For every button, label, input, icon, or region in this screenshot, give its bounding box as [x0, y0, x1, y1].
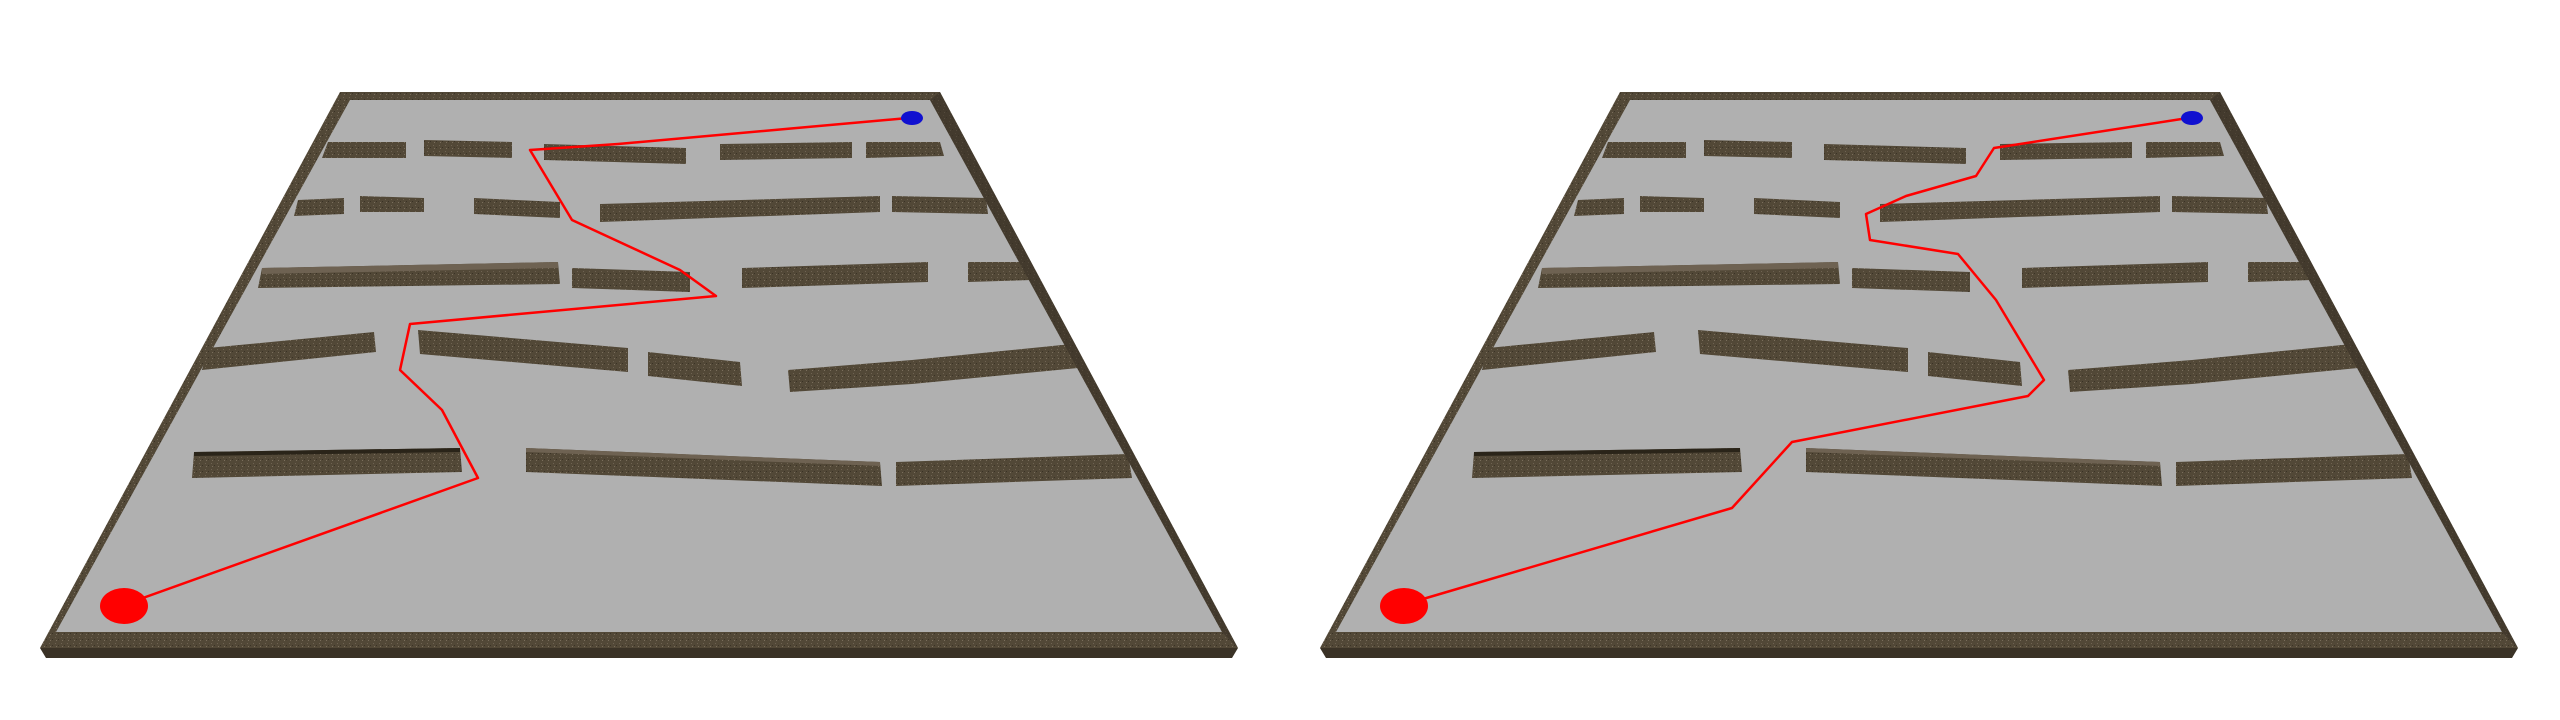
start-marker [1380, 588, 1428, 624]
goal-marker [901, 111, 923, 125]
maze-right [1320, 92, 2518, 658]
wall-row-3 [258, 262, 1032, 292]
maze-frame-front [40, 648, 1238, 658]
start-marker [100, 588, 148, 624]
wall-row-1 [322, 140, 944, 164]
maze-frame-front [1320, 648, 2518, 658]
wall-row-5 [1472, 448, 2412, 486]
wall-row-2 [1574, 196, 2268, 222]
wall-row-3 [1538, 262, 2312, 292]
wall-row-4 [202, 330, 1078, 392]
wall-row-5 [192, 448, 1132, 486]
solution-path [1405, 116, 2189, 606]
maze-floor [56, 100, 1222, 632]
wall-row-4 [1482, 330, 2358, 392]
maze-left [40, 92, 1238, 658]
wall-row-1 [1602, 140, 2224, 164]
solution-path [125, 116, 909, 606]
wall-row-2 [294, 196, 988, 222]
goal-marker [2181, 111, 2203, 125]
maze-floor [1336, 100, 2502, 632]
